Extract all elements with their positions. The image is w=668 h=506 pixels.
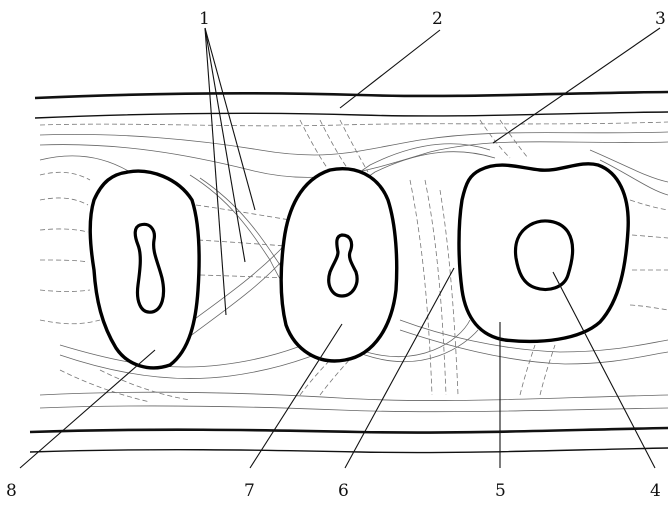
leader-1a xyxy=(205,28,255,210)
label-4: 4 xyxy=(650,481,661,501)
label-7: 7 xyxy=(244,481,255,501)
label-6: 6 xyxy=(338,481,349,501)
pith-right xyxy=(516,221,573,290)
leader-1b xyxy=(205,28,245,262)
leader-1c xyxy=(205,28,226,315)
leader-7 xyxy=(250,324,342,468)
leader-3 xyxy=(493,28,660,143)
knot-left xyxy=(90,171,199,368)
knot-middle xyxy=(281,169,397,361)
label-5: 5 xyxy=(495,481,506,501)
label-1: 1 xyxy=(199,9,210,29)
label-3: 3 xyxy=(655,9,666,29)
board-bottom-edge xyxy=(30,428,668,453)
label-2: 2 xyxy=(432,9,443,29)
knot-right xyxy=(459,164,628,342)
label-8: 8 xyxy=(6,481,17,501)
board-top-edge xyxy=(35,92,668,118)
